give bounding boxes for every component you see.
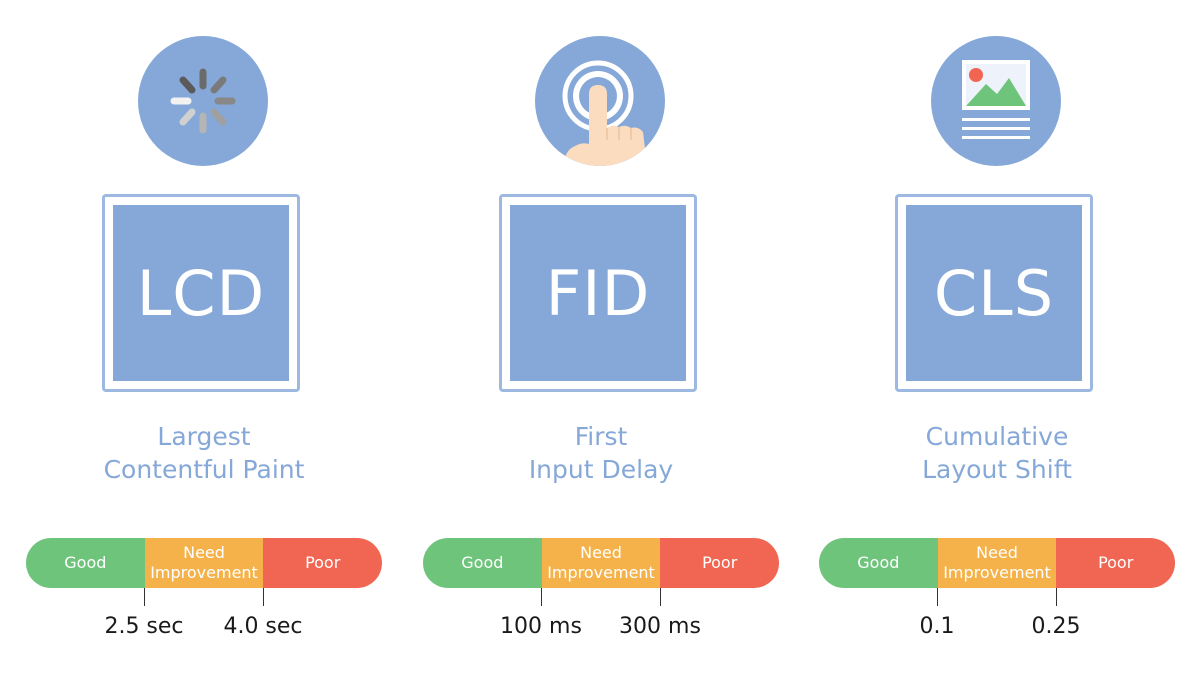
threshold-poor-label: 4.0 sec	[223, 614, 303, 639]
threshold-good-label: 100 ms	[500, 614, 582, 639]
metric-name-line-2: Layout Shift	[922, 455, 1072, 484]
image-document-icon	[931, 36, 1061, 166]
rating-good: Good	[819, 538, 938, 588]
rating-poor: Poor	[1056, 538, 1175, 588]
threshold-tick	[263, 588, 264, 606]
loading-spinner-icon	[138, 36, 268, 166]
threshold-tick	[660, 588, 661, 606]
metric-tile: FID	[499, 194, 697, 392]
tap-finger-icon	[535, 36, 665, 166]
metric-abbreviation: CLS	[933, 256, 1055, 330]
threshold-poor-label: 0.25	[1031, 614, 1081, 639]
metric-full-name: Largest Contentful Paint	[24, 420, 384, 486]
metric-abbreviation: LCD	[136, 256, 266, 330]
metric-name-line-2: Input Delay	[528, 455, 674, 484]
threshold-tick	[144, 588, 145, 606]
metric-name-line-1: Cumulative	[925, 422, 1069, 451]
rating-good: Good	[423, 538, 542, 588]
metric-name-line-1: First	[574, 422, 628, 451]
rating-poor: Poor	[660, 538, 779, 588]
metric-tile: LCD	[102, 194, 300, 392]
threshold-tick	[541, 588, 542, 606]
threshold-poor-label: 300 ms	[619, 614, 701, 639]
metric-name-line-2: Contentful Paint	[103, 455, 305, 484]
metric-name-line-1: Largest	[157, 422, 251, 451]
threshold-tick	[1056, 588, 1057, 606]
rating-poor: Poor	[263, 538, 382, 588]
rating-good: Good	[26, 538, 145, 588]
threshold-tick	[937, 588, 938, 606]
metric-abbreviation: FID	[545, 256, 651, 330]
threshold-good-label: 2.5 sec	[104, 614, 184, 639]
metric-full-name: Cumulative Layout Shift	[817, 420, 1177, 486]
metric-tile: CLS	[895, 194, 1093, 392]
metric-full-name: First Input Delay	[421, 420, 781, 486]
threshold-good-label: 0.1	[919, 614, 955, 639]
